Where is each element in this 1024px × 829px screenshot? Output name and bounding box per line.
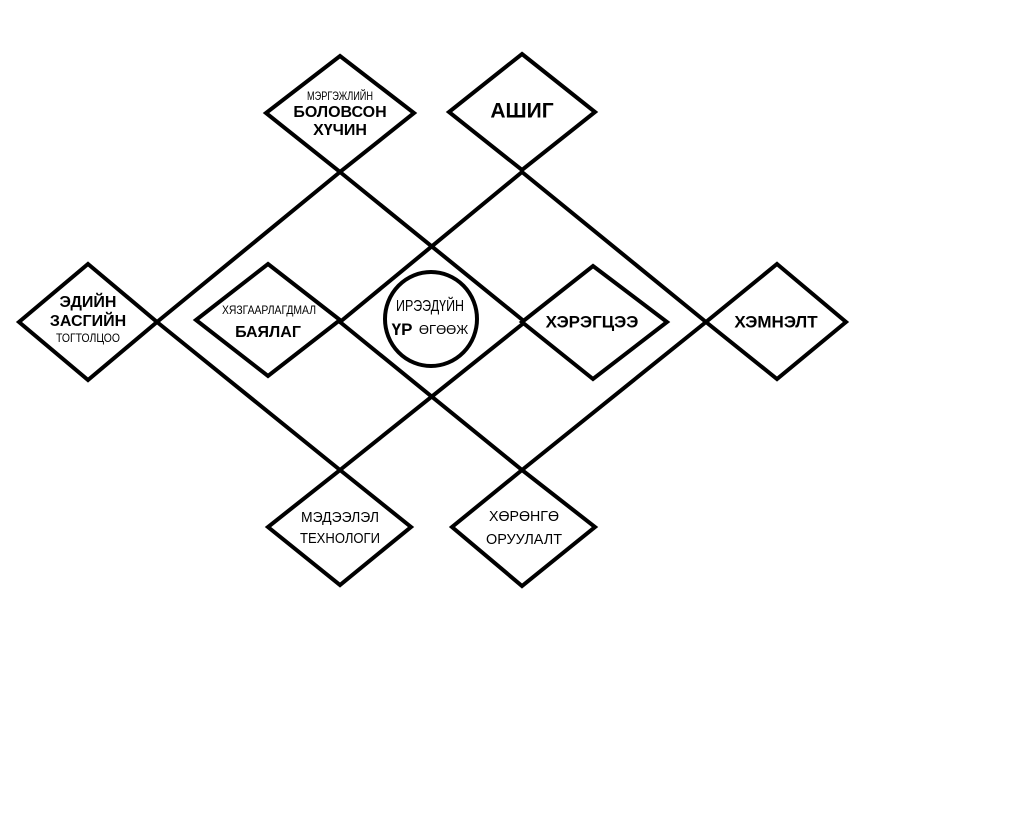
node-it-line1: МЭДЭЭЛЭЛ (301, 509, 379, 526)
node-consumption-label: ХЭРЭГЦЭЭ (546, 312, 639, 331)
node-economic-system-line1: ЭДИЙН (60, 292, 117, 311)
node-future-value-line2: ҮР ӨГӨӨЖ (392, 320, 469, 339)
diamond-shape (518, 263, 671, 382)
node-future-value-line2-rest: ӨГӨӨЖ (419, 322, 468, 337)
node-workforce: МЭРГЭЖЛИЙН БОЛОВСОН ХҮЧИН (262, 53, 418, 175)
node-limited-resources-line2: БАЯЛАГ (235, 324, 301, 341)
node-economic-system-line3: ТОГТОЛЦОО (56, 331, 120, 345)
diamond-shape (192, 261, 344, 379)
node-workforce-line2: БОЛОВСОН (293, 104, 386, 121)
diamond-shape (445, 51, 599, 173)
node-limited-resources: ХЯЗГААРЛАГДМАЛ БАЯЛАГ (192, 261, 344, 379)
connector-line (520, 170, 708, 324)
node-saving: ХЭМНЭЛТ (702, 261, 850, 382)
diamond-shape (264, 467, 415, 588)
node-future-value: ИРЭЭДҮЙН ҮР ӨГӨӨЖ (383, 270, 479, 368)
node-workforce-line1: МЭРГЭЖЛИЙН (307, 88, 373, 103)
node-economic-system: ЭДИЙН ЗАСГИЙН ТОГТОЛЦОО (15, 261, 161, 383)
node-investment-line2: ОРУУЛАЛТ (486, 531, 562, 548)
connector-line (338, 170, 524, 324)
node-economic-system-line2: ЗАСГИЙН (50, 311, 126, 330)
node-saving-label: ХЭМНЭЛТ (734, 312, 818, 331)
node-workforce-line3: ХҮЧИН (313, 122, 367, 139)
node-investment: ХӨРӨНГӨ ОРУУЛАЛТ (448, 467, 599, 589)
node-consumption: ХЭРЭГЦЭЭ (518, 263, 671, 382)
connector-line (155, 170, 342, 324)
diamond-shape (702, 261, 850, 382)
node-profit: АШИГ (445, 51, 599, 173)
diamond-shape (262, 53, 418, 175)
node-it: МЭДЭЭЛЭЛ ТЕХНОЛОГИ (264, 467, 415, 588)
node-it-line2: ТЕХНОЛОГИ (300, 530, 380, 547)
node-future-value-line2-bold: ҮР (392, 320, 413, 339)
connector-lines (155, 170, 708, 472)
node-profit-label: АШИГ (490, 100, 553, 123)
node-investment-line1: ХӨРӨНГӨ (489, 508, 559, 525)
diamond-shape (448, 467, 599, 589)
node-future-value-line1: ИРЭЭДҮЙН (396, 296, 464, 315)
circle-shape (383, 270, 479, 368)
diamond-shape (15, 261, 161, 383)
connector-line (155, 320, 342, 472)
connector-line (520, 320, 708, 472)
node-limited-resources-line1: ХЯЗГААРЛАГДМАЛ (222, 303, 316, 317)
connector-line (338, 320, 524, 472)
